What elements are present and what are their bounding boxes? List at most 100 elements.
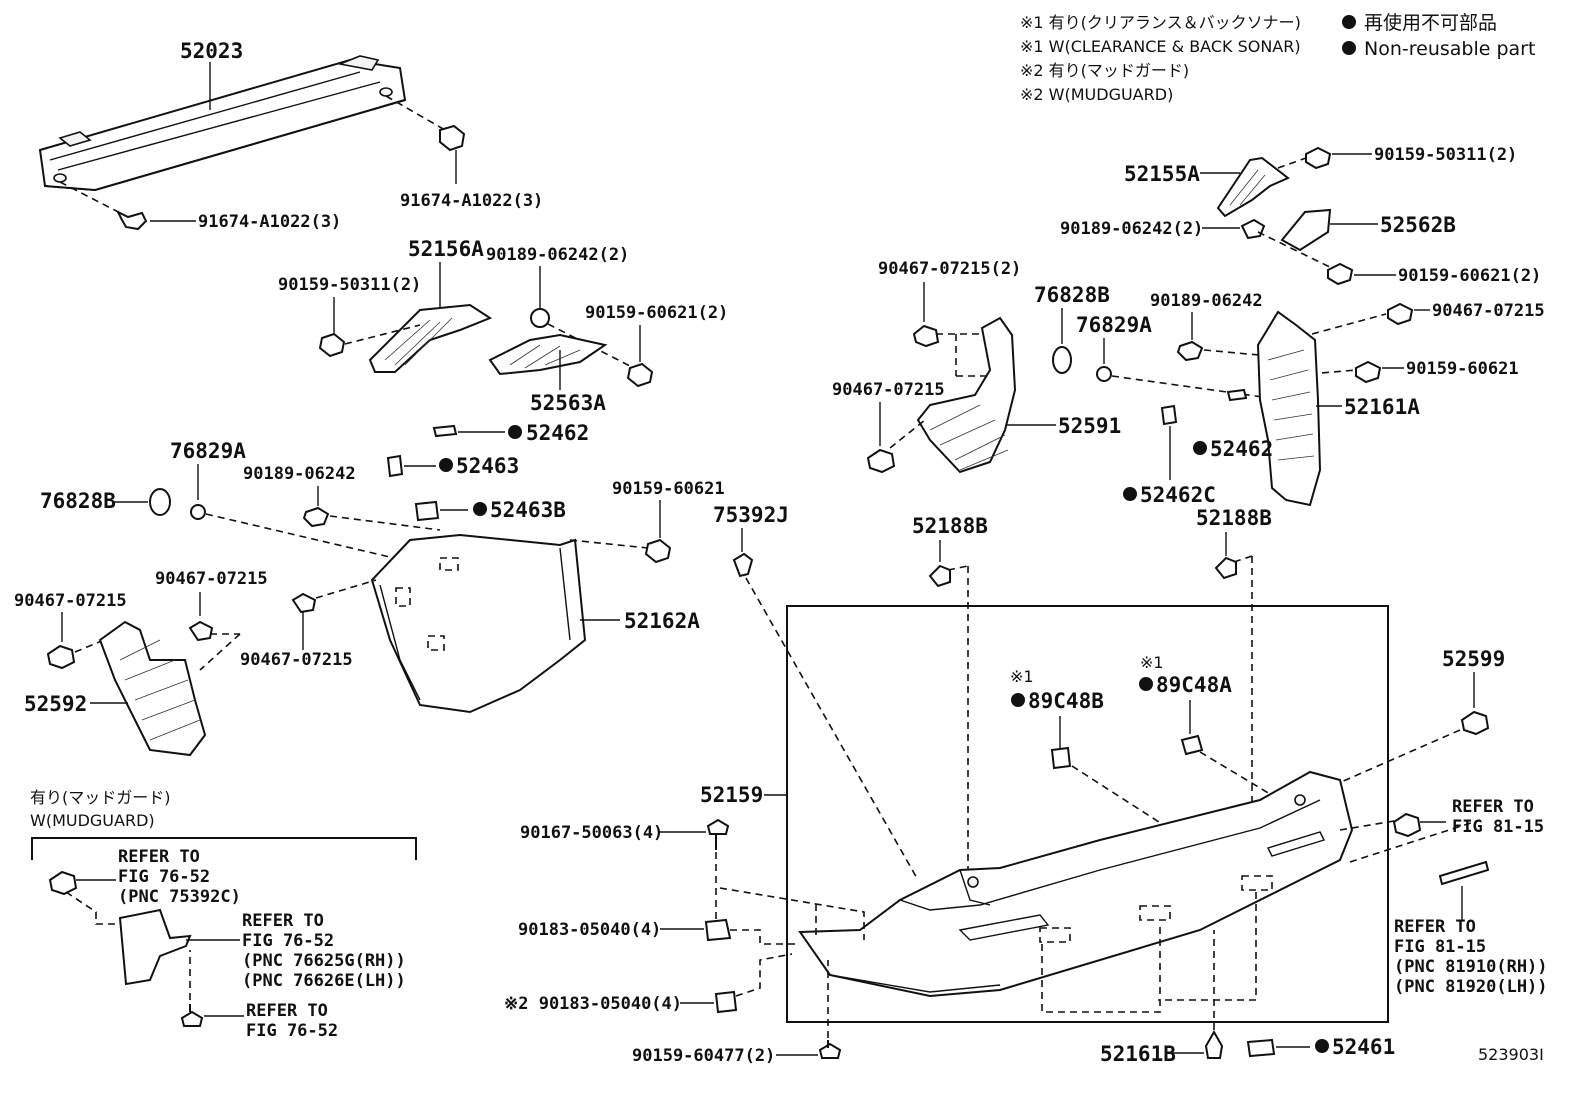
label-91674-a1022-right: 91674-A1022(3)	[400, 191, 543, 211]
label-90159-60621-d: 90159-60621	[1406, 359, 1519, 379]
nut-icon	[1392, 812, 1422, 838]
screw-icon	[818, 1040, 842, 1059]
ref-fig-81-15-b-line4: (PNC 81920(LH))	[1394, 977, 1548, 997]
label-52463B: 52463B	[490, 498, 566, 522]
part-52563A-bracket[interactable]	[488, 333, 608, 376]
mudguard-title-en: W(MUDGUARD)	[30, 811, 155, 830]
clip-icon	[928, 564, 951, 588]
nonreusable-dot-icon	[1193, 441, 1207, 455]
pad-52463	[386, 454, 404, 478]
label-52463: 52463	[456, 454, 519, 478]
label-90467-07215-d: 90467-07215	[832, 380, 945, 400]
legend-line-2: ※1 W(CLEARANCE & BACK SONAR)	[1020, 37, 1301, 56]
mudguard-title-jp: 有り(マッドガード)	[30, 788, 171, 807]
nut-icon	[1387, 302, 1414, 326]
mudguard-ref3-line1: REFER TO	[246, 1001, 328, 1021]
label-89C48B: 89C48B	[1028, 689, 1104, 713]
label-90183-05040-4-b: ※2 90183-05040(4)	[504, 994, 682, 1014]
part-52592-bracket[interactable]	[98, 620, 207, 757]
label-90189-06242-2-a: 90189-06242(2)	[486, 245, 629, 265]
nonreusable-dot-icon	[1342, 15, 1356, 29]
nonreusable-dot-icon	[1315, 1039, 1329, 1053]
bolt-icon	[318, 332, 346, 358]
mudguard-ref3-line2: FIG 76-52	[246, 1021, 338, 1041]
mudguard-ref1-line3: (PNC 75392C)	[118, 887, 241, 907]
part-52156A-bracket[interactable]	[368, 303, 493, 373]
clip-icon	[190, 504, 206, 520]
part-52162A-side-extension[interactable]	[370, 533, 587, 714]
label-52462-a: 52462	[526, 421, 589, 445]
label-90467-07215-e: 90467-07215	[1432, 301, 1545, 321]
legend-line-3: ※2 有り(マッドガード)	[1020, 61, 1189, 80]
note-89C48A: ※1	[1140, 653, 1164, 672]
nonreusable-dot-icon	[1342, 41, 1356, 55]
part-52562B-bracket[interactable]	[1280, 208, 1332, 252]
label-52161B: 52161B	[1100, 1042, 1176, 1066]
nonreusable-dot-icon	[473, 502, 487, 516]
mudguard-ref2-line1: REFER TO	[242, 911, 324, 931]
part-52159-rear-bumper-cover[interactable]	[798, 770, 1354, 998]
label-52563A: 52563A	[530, 391, 606, 415]
label-90467-07215-c: 90467-07215	[240, 650, 353, 670]
nonreusable-dot-icon	[439, 458, 453, 472]
legend: ※1 有り(クリアランス＆バックソナー) ※1 W(CLEARANCE & BA…	[1020, 12, 1535, 104]
label-76829A-a: 76829A	[170, 439, 246, 463]
label-52462C: 52462C	[1140, 483, 1216, 507]
pad-52462-a	[432, 424, 458, 438]
label-90189-06242-d: 90189-06242	[1150, 291, 1263, 311]
nonreusable-dot-icon	[1139, 677, 1153, 691]
diagram-id: 523903I	[1478, 1045, 1544, 1064]
label-90159-60477-2: 90159-60477(2)	[632, 1046, 775, 1066]
label-89C48A: 89C48A	[1156, 673, 1232, 697]
mudguard-flap	[118, 908, 192, 986]
legend-line-4: ※2 W(MUDGUARD)	[1020, 85, 1173, 104]
nut-icon	[912, 324, 940, 348]
part-52155A-bracket[interactable]	[1216, 156, 1290, 218]
label-52591: 52591	[1058, 414, 1121, 438]
label-76828B-a: 76828B	[40, 489, 116, 513]
bolt-icon	[1355, 360, 1382, 384]
clip-icon	[732, 552, 754, 578]
mudguard-section: 有り(マッドガード) W(MUDGUARD) REFER TO FIG 76-5…	[30, 788, 417, 1041]
clip-icon	[302, 506, 330, 528]
reflector-strip	[1438, 860, 1490, 886]
clip-icon	[1240, 218, 1266, 240]
legend-nonreusable-jp: 再使用不可部品	[1364, 12, 1497, 34]
label-90159-60621-2-a: 90159-60621(2)	[585, 303, 728, 323]
bolt-icon	[1327, 262, 1354, 286]
nut-icon	[188, 620, 214, 642]
part-52023-bumper-reinforcement[interactable]	[38, 55, 407, 192]
nonreusable-dot-icon	[1011, 693, 1025, 707]
part-52161A-bracket[interactable]	[1256, 310, 1322, 507]
nut-icon	[704, 918, 732, 942]
pad-52462-b	[1226, 388, 1248, 402]
mudguard-ref2-line4: (PNC 76626E(LH))	[242, 971, 406, 991]
label-52188B-b: 52188B	[1196, 506, 1272, 530]
mudguard-ref2-line3: (PNC 76625G(RH))	[242, 951, 406, 971]
legend-nonreusable-en: Non-reusable part	[1364, 38, 1535, 60]
mudguard-ref1-line1: REFER TO	[118, 847, 200, 867]
sensor-retainer-89C48A	[1180, 734, 1204, 756]
nonreusable-dot-icon	[508, 425, 522, 439]
label-90467-07215-a: 90467-07215	[14, 591, 127, 611]
nut-icon	[866, 448, 896, 474]
bolt-icon	[644, 538, 672, 564]
part-52591-bracket[interactable]	[916, 316, 1017, 474]
label-90167-50063-4: 90167-50063(4)	[520, 823, 663, 843]
label-75392J: 75392J	[713, 503, 789, 527]
ref-fig-81-15-b-line2: FIG 81-15	[1394, 937, 1486, 957]
label-91674-a1022-left: 91674-A1022(3)	[198, 212, 341, 232]
label-90159-60621-2-c: 90159-60621(2)	[1398, 266, 1541, 286]
sensor-retainer-89C48B	[1050, 746, 1072, 770]
label-52592: 52592	[24, 692, 87, 716]
label-90159-60621-b: 90159-60621	[612, 479, 725, 499]
clip-icon	[1176, 340, 1204, 362]
nut-icon	[46, 644, 76, 670]
label-90467-07215-b: 90467-07215	[155, 569, 268, 589]
label-52461: 52461	[1332, 1035, 1395, 1059]
bolt-icon	[626, 362, 654, 388]
label-52156A: 52156A	[408, 237, 484, 261]
label-90159-50311-2-b: 90159-50311(2)	[1374, 145, 1517, 165]
bumper-cover-frame	[786, 605, 1389, 1023]
